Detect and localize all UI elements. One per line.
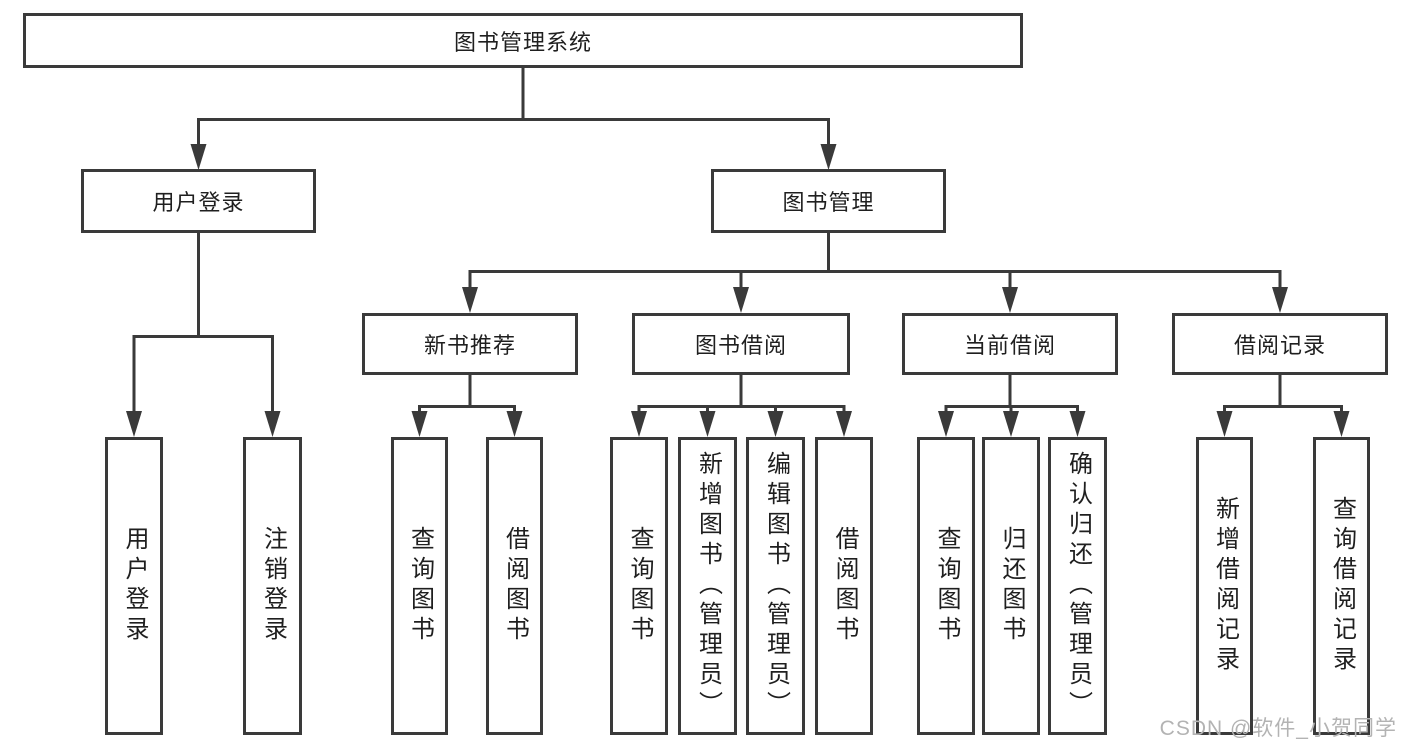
node-leaf-edit-book-admin: 编辑图书（管理员） <box>746 437 805 735</box>
connector-borrow-records-to-leaves <box>1216 375 1350 437</box>
node-leaf-return-book: 归还图书 <box>982 437 1040 735</box>
connector-book-management-to-level3 <box>462 233 1288 313</box>
node-leaf-add-borrow-record: 新增借阅记录 <box>1196 437 1253 735</box>
node-new-book-recommend: 新书推荐 <box>362 313 578 375</box>
node-book-borrow: 图书借阅 <box>632 313 850 375</box>
node-leaf-query-book-recommend: 查询图书 <box>391 437 448 735</box>
connector-user-login-to-leaves <box>126 233 281 437</box>
node-leaf-add-book-admin: 新增图书（管理员） <box>678 437 737 735</box>
node-borrow-records: 借阅记录 <box>1172 313 1388 375</box>
connector-book-borrow-to-leaves <box>631 375 852 437</box>
connector-new-book-recommend-to-leaves <box>411 375 523 437</box>
node-library-system: 图书管理系统 <box>23 13 1023 68</box>
node-leaf-borrow-book: 借阅图书 <box>815 437 873 735</box>
node-leaf-borrow-book-recommend: 借阅图书 <box>486 437 543 735</box>
node-book-management: 图书管理 <box>711 169 946 233</box>
node-leaf-user-login: 用户登录 <box>105 437 163 735</box>
node-leaf-query-book-current: 查询图书 <box>917 437 975 735</box>
watermark: CSDN @软件_小贺同学 <box>1159 717 1397 740</box>
node-leaf-query-borrow-record: 查询借阅记录 <box>1313 437 1370 735</box>
node-leaf-confirm-return-admin: 确认归还（管理员） <box>1048 437 1107 735</box>
node-current-borrow: 当前借阅 <box>902 313 1118 375</box>
connector-root-to-level2 <box>190 68 837 170</box>
node-user-login: 用户登录 <box>81 169 316 233</box>
node-leaf-logout: 注销登录 <box>243 437 302 735</box>
connector-current-borrow-to-leaves <box>938 375 1086 437</box>
node-leaf-query-book-borrow: 查询图书 <box>610 437 668 735</box>
